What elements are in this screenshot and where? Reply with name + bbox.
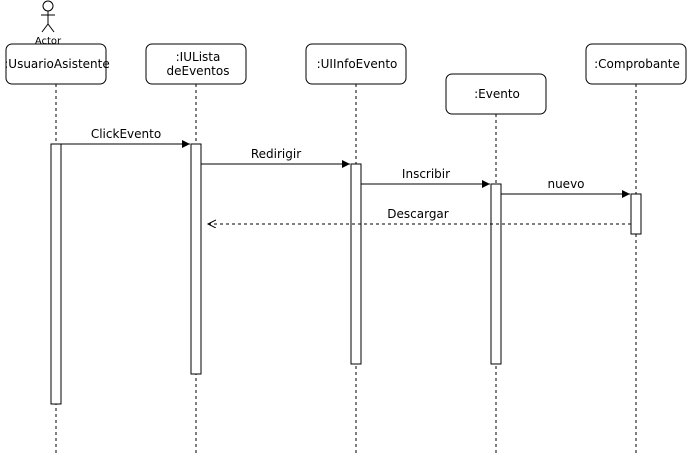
participant-usuario[interactable]: :UsuarioAsistente: [4, 43, 110, 85]
message-descargar-label: Descargar: [387, 207, 449, 221]
actor-right-leg: [47, 23, 55, 33]
participant-comprobante-label: :Comprobante: [594, 57, 680, 71]
message-redirigir-label: Redirigir: [251, 147, 301, 161]
participant-evento-label: :Evento: [474, 87, 520, 101]
message-clickevento[interactable]: ClickEvento: [61, 127, 190, 148]
actor-head: [42, 0, 54, 12]
message-clickevento-label: ClickEvento: [91, 127, 161, 141]
actor-figure: [41, 0, 55, 33]
activation-iulista: [190, 143, 202, 375]
activation-usuario: [50, 143, 62, 405]
participant-comprobante[interactable]: :Comprobante: [585, 43, 687, 85]
participant-evento[interactable]: :Evento: [445, 73, 547, 115]
actor-label: Actor: [35, 36, 62, 47]
participant-uiinfo[interactable]: :UIInfoEvento: [305, 43, 407, 85]
actor-left-leg: [41, 23, 49, 33]
message-descargar[interactable]: Descargar: [208, 207, 631, 224]
participant-iulista-label-line2: deEventos: [167, 64, 230, 78]
participant-iulista[interactable]: :IULista deEventos: [145, 43, 247, 85]
message-nuevo-label: nuevo: [547, 177, 584, 191]
activation-uiinfo: [350, 163, 362, 365]
participant-iulista-label-line1: :IULista: [176, 50, 221, 64]
participant-usuario-label: :UsuarioAsistente: [4, 57, 109, 71]
message-redirigir[interactable]: Redirigir: [201, 147, 350, 168]
message-inscribir-label: Inscribir: [402, 167, 450, 181]
participant-uiinfo-label: :UIInfoEvento: [317, 57, 398, 71]
message-nuevo[interactable]: nuevo: [501, 177, 630, 198]
activation-comprobante: [630, 193, 642, 235]
message-inscribir[interactable]: Inscribir: [361, 167, 490, 188]
activation-evento: [490, 183, 502, 365]
